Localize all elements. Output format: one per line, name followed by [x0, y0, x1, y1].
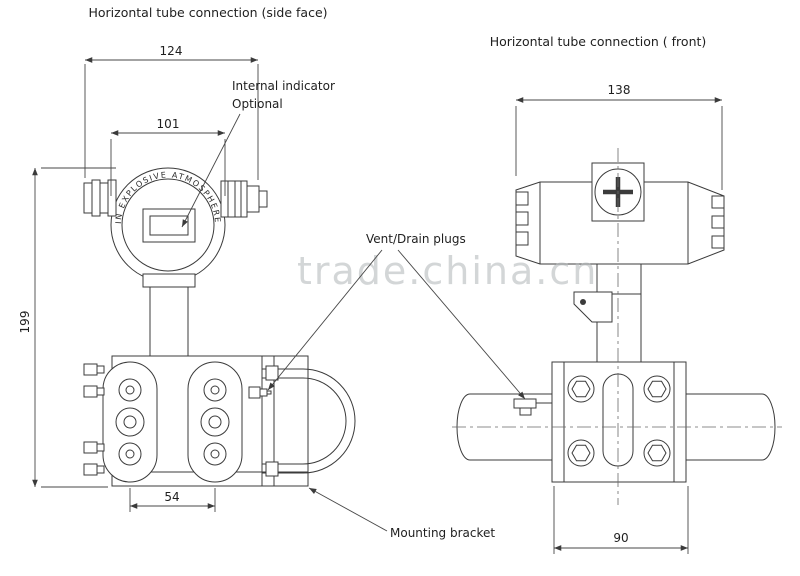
display-screen — [149, 215, 189, 236]
neck-front — [573, 263, 642, 363]
hex-bolt-top-right — [643, 375, 671, 403]
pipe-end-right — [761, 393, 776, 461]
head-ribs-left — [515, 191, 529, 246]
annotation-vent-drain: Vent/Drain plugs — [267, 232, 526, 400]
dim-199-text: 199 — [18, 311, 32, 334]
cable-gland-left — [83, 179, 117, 217]
dim-front-bracket-width: 90 — [553, 486, 689, 554]
cable-gland-right — [220, 180, 268, 218]
side-view-title: Horizontal tube connection (side face) — [88, 5, 327, 20]
sensor-body-side — [83, 355, 356, 487]
bracket-front — [513, 361, 687, 483]
u-bolt-nut-top — [265, 365, 279, 381]
process-flange-2 — [187, 361, 243, 483]
front-view-title: Horizontal tube connection ( front) — [490, 34, 707, 49]
annotations: Internal indicator Optional Vent/Drain p… — [181, 79, 526, 540]
dim-90-text: 90 — [613, 531, 628, 545]
dimensions: 124 101 199 54 138 — [18, 44, 723, 554]
annotation-mounting-bracket: Mounting bracket — [308, 487, 495, 540]
dim-54-text: 54 — [164, 490, 179, 504]
leader-mounting-bracket — [308, 487, 388, 532]
process-flange-1 — [102, 361, 158, 483]
flange-bolts-left — [83, 363, 105, 476]
tag-dot — [580, 299, 586, 305]
hex-bolt-bottom-right — [643, 439, 671, 467]
hex-bolt-top-left — [567, 375, 595, 403]
dim-138-text: 138 — [608, 83, 631, 97]
dim-side-housing-width: 101 — [110, 117, 226, 196]
front-view — [452, 148, 782, 505]
watermark-text: trade.china.cn — [297, 249, 598, 293]
leader-vent-drain-side — [267, 249, 383, 391]
dim-101-text: 101 — [157, 117, 180, 131]
leader-vent-drain-front — [397, 249, 526, 400]
dim-front-width: 138 — [515, 83, 723, 190]
mounting-bracket-label: Mounting bracket — [390, 526, 495, 540]
dim-side-overall-width: 124 — [84, 44, 259, 180]
leader-internal-indicator — [181, 113, 241, 228]
head-ribs-right — [711, 195, 725, 249]
head-body-front — [515, 181, 725, 265]
annotation-internal-indicator: Internal indicator Optional — [181, 79, 335, 228]
vent-drain-label: Vent/Drain plugs — [366, 232, 466, 246]
dim-124-text: 124 — [160, 44, 183, 58]
u-bolt — [262, 365, 356, 477]
u-bolt-nut-bottom — [265, 461, 279, 477]
name-tag — [573, 291, 613, 323]
hex-bolt-bottom-left — [567, 439, 595, 467]
optional-label: Optional — [232, 97, 283, 111]
dim-side-height: 199 — [18, 167, 116, 488]
side-view: IN EXPLOSIVE ATMOSPHERE — [83, 167, 356, 487]
vent-drain-plug-side — [248, 386, 272, 399]
dim-side-flange-spacing: 54 — [129, 488, 216, 512]
neck-side — [142, 273, 196, 358]
vent-drain-plug-front — [513, 398, 552, 416]
head-inner-ring — [121, 178, 215, 272]
internal-indicator-label: Internal indicator — [232, 79, 335, 93]
